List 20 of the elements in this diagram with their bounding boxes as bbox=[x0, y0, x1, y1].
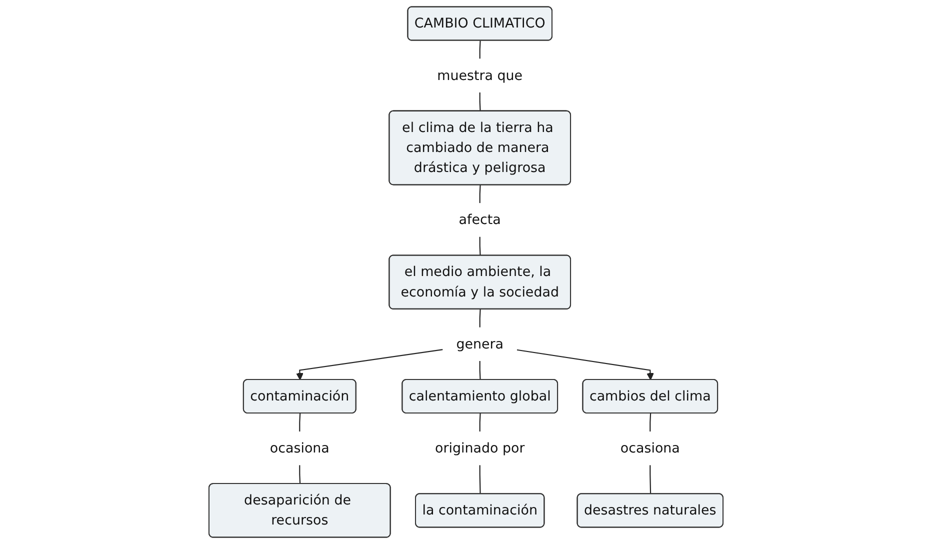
connector bbox=[479, 465, 481, 494]
node-text: afecta bbox=[458, 212, 501, 228]
arrow bbox=[516, 349, 654, 380]
connector bbox=[650, 413, 652, 432]
connector bbox=[299, 465, 301, 484]
arrow bbox=[296, 349, 443, 380]
connector bbox=[650, 465, 652, 494]
node-text: muestra que bbox=[437, 67, 523, 84]
node-text: originado por bbox=[434, 440, 525, 456]
connector bbox=[479, 92, 481, 112]
connector bbox=[479, 413, 481, 432]
connector bbox=[479, 185, 481, 204]
connector bbox=[479, 361, 481, 380]
node-text: ocasiona bbox=[620, 440, 680, 456]
connector bbox=[479, 40, 481, 59]
connector bbox=[299, 413, 301, 432]
node-text: genera bbox=[456, 336, 504, 352]
connector bbox=[479, 309, 481, 328]
connector bbox=[479, 236, 481, 256]
node-text: ocasiona bbox=[270, 440, 330, 456]
